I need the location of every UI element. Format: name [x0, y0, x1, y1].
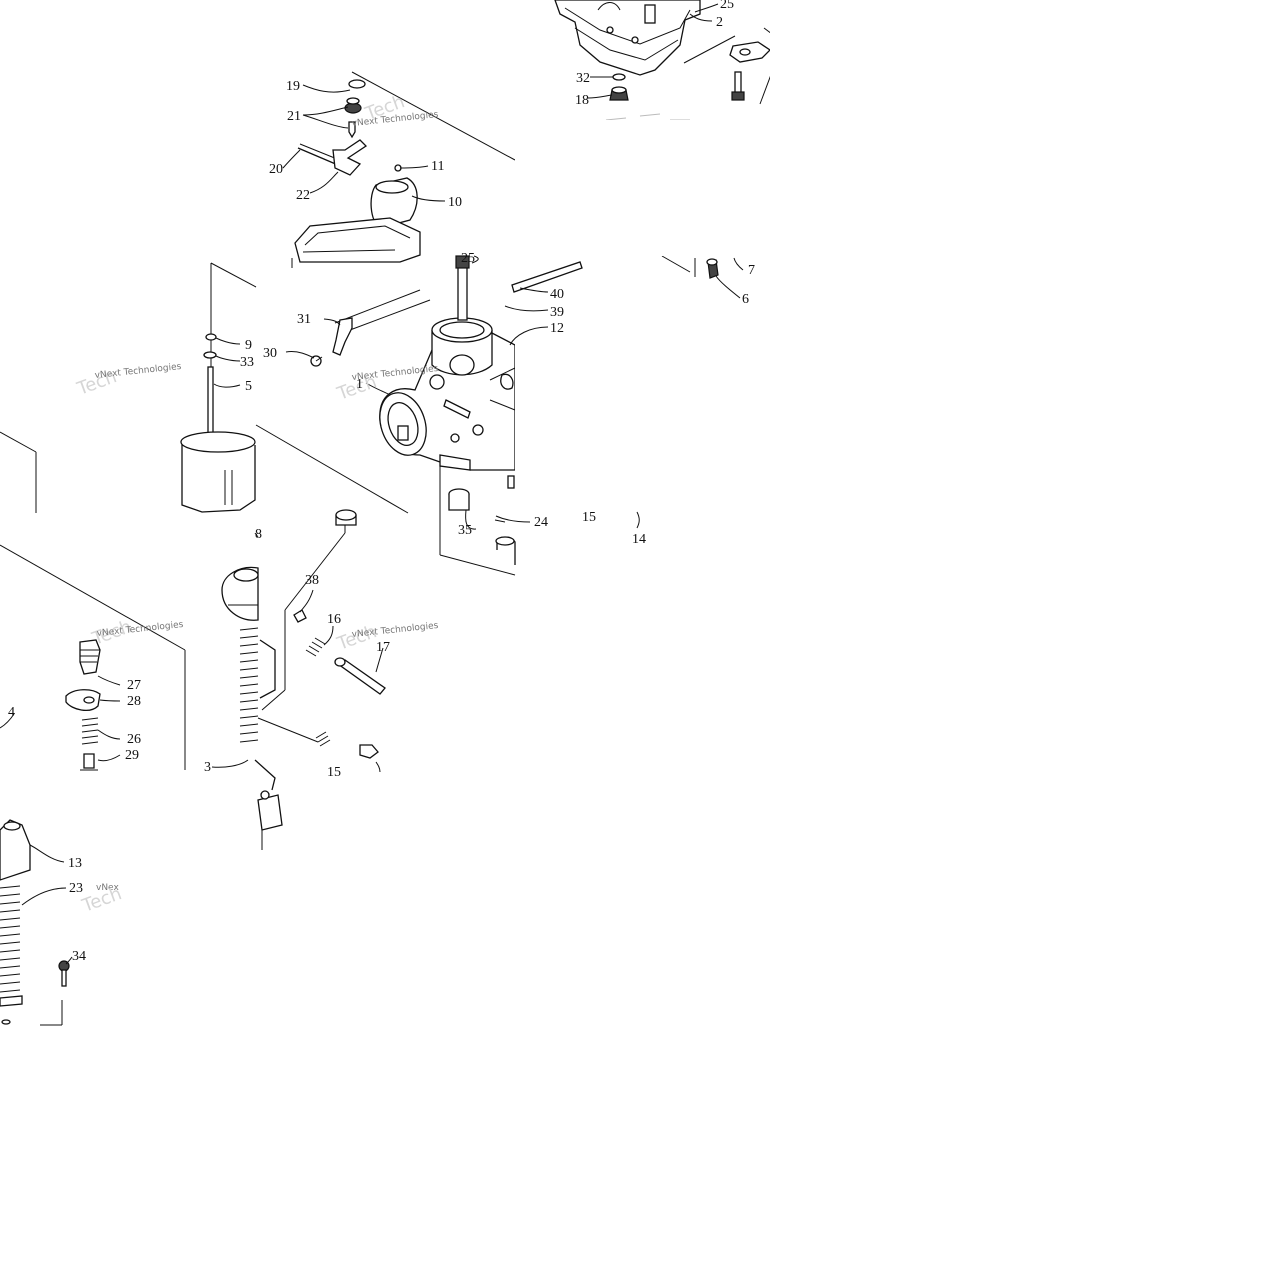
part-label-3: 3 — [204, 760, 211, 775]
drain-plug — [609, 73, 629, 101]
jet-holder — [448, 488, 516, 565]
part-label-9: 9 — [245, 338, 252, 353]
part-label-11: 11 — [431, 159, 444, 174]
part-label-13: 13 — [68, 856, 82, 871]
part-label-39: 39 — [550, 305, 564, 320]
leader-lines — [0, 3, 744, 965]
lever-bracket — [310, 317, 353, 367]
part-label-29: 29 — [125, 748, 139, 763]
watermark-text: vNext Technologies — [94, 362, 182, 381]
part-label-25: 25 — [720, 0, 734, 12]
part-label-30: 30 — [263, 346, 277, 361]
part-label-2: 2 — [716, 15, 723, 30]
cap-8 — [335, 509, 357, 526]
boundary-lines — [0, 35, 773, 1026]
part-label-31: 31 — [297, 312, 311, 327]
part-label-26: 26 — [127, 732, 141, 747]
fitting-6 — [706, 258, 719, 279]
part-label-12: 12 — [550, 321, 564, 336]
part-label-5: 5 — [245, 379, 252, 394]
part-label-25b: 25 — [461, 251, 475, 266]
bottom-cap-spring — [0, 819, 70, 1025]
part-label-20: 20 — [269, 162, 283, 177]
watermark-large: Tech — [79, 883, 125, 917]
part-label-33: 33 — [240, 355, 254, 370]
part-label-15b: 15 — [327, 765, 341, 780]
float-bowl — [554, 0, 701, 76]
part-label-23: 23 — [69, 881, 83, 896]
part-label-7: 7 — [748, 263, 755, 278]
part-label-16: 16 — [327, 612, 341, 627]
pilot-screw-group — [293, 609, 386, 759]
bowl-bracket — [729, 27, 773, 101]
part-label-19: 19 — [286, 79, 300, 94]
part-label-10: 10 — [448, 195, 462, 210]
part-label-15: 15 — [582, 510, 596, 525]
part-label-18: 18 — [575, 93, 589, 108]
part-labels: 25 2 32 18 19 21 20 22 11 10 25 40 39 12… — [8, 0, 755, 964]
chamber-gasket — [291, 217, 421, 268]
throttle-slide — [180, 333, 256, 513]
part-label-34: 34 — [72, 949, 86, 964]
watermark-text: vNex — [96, 883, 119, 893]
part-label-28: 28 — [127, 694, 141, 709]
part-label-21: 21 — [287, 109, 301, 124]
part-label-17: 17 — [376, 640, 390, 655]
part-label-38: 38 — [305, 573, 319, 588]
part-label-40: 40 — [550, 287, 564, 302]
main-jet-group — [65, 639, 101, 771]
part-label-32: 32 — [576, 71, 590, 86]
part-label-4: 4 — [8, 705, 15, 720]
part-label-6: 6 — [742, 292, 749, 307]
part-label-14: 14 — [632, 532, 646, 547]
part-label-24: 24 — [534, 515, 548, 530]
part-label-1: 1 — [356, 377, 363, 392]
part-label-8: 8 — [255, 527, 262, 542]
part-label-35: 35 — [458, 523, 472, 538]
part-label-27: 27 — [127, 678, 141, 693]
part-label-22: 22 — [296, 188, 310, 203]
throttle-cap-spring — [221, 566, 319, 831]
coil-spring-3 — [239, 627, 259, 743]
